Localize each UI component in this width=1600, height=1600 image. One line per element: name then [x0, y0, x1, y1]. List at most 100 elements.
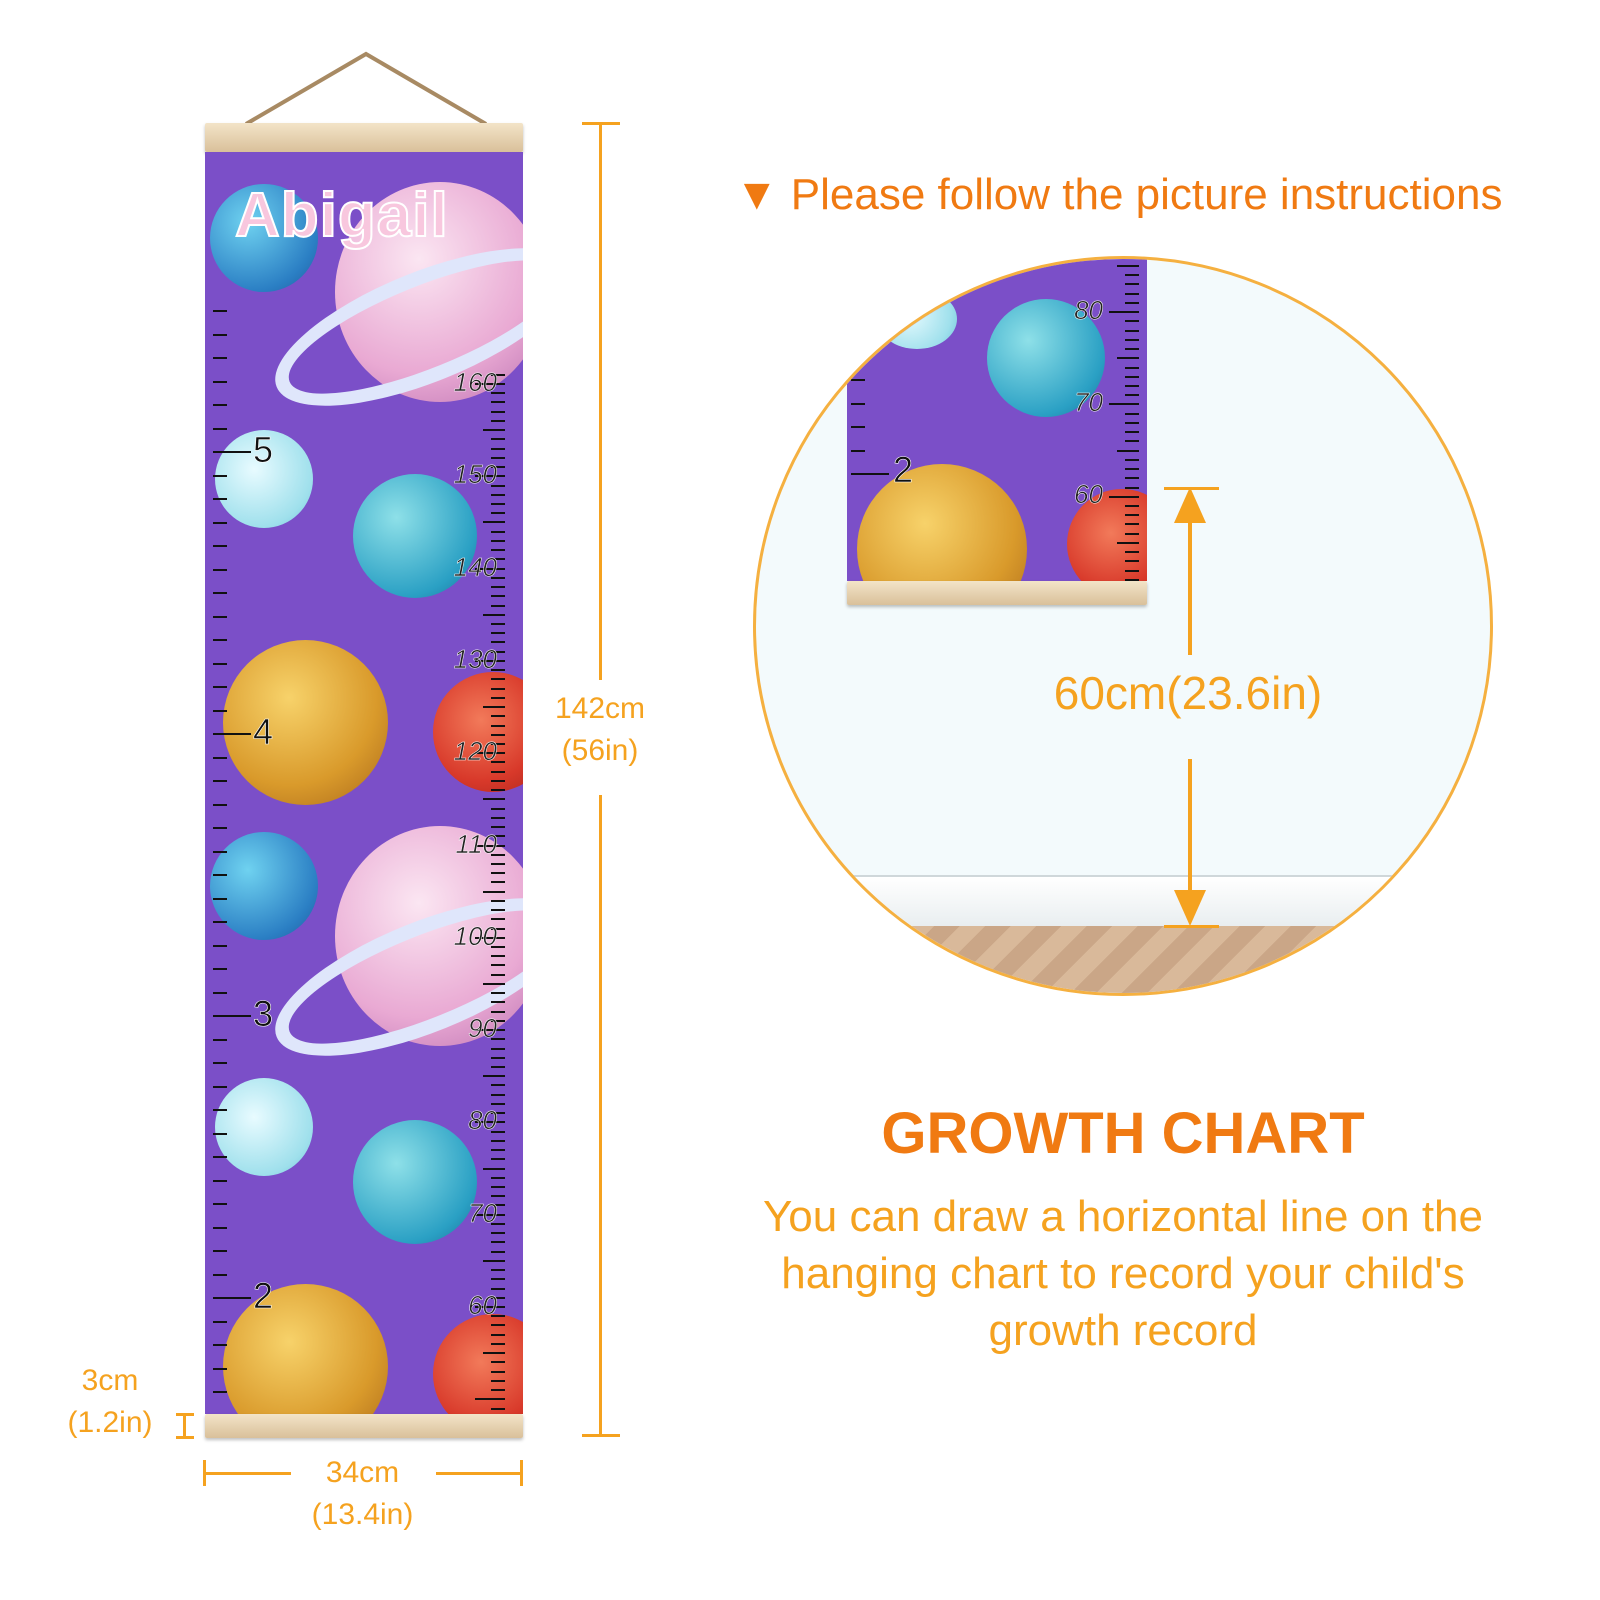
cm-tick [491, 881, 505, 884]
cm-tick [491, 595, 505, 598]
cm-tick [491, 669, 505, 672]
cm-tick [1125, 421, 1139, 424]
cm-tick [1125, 320, 1139, 323]
cm-tick [491, 955, 505, 958]
cm-tick [1125, 375, 1139, 378]
inch-tick [851, 402, 865, 405]
inch-tick [213, 709, 227, 712]
cm-tick [1125, 329, 1139, 332]
planet-pale [215, 430, 313, 528]
inch-tick [213, 1062, 227, 1064]
inch-tick [213, 521, 227, 524]
cm-tick [491, 973, 505, 976]
inch-tick [213, 427, 227, 430]
growth-chart-title: GROWTH CHART [881, 1101, 1365, 1166]
hanging-string [244, 51, 488, 126]
cm-tick [475, 844, 505, 847]
cm-tick [491, 622, 505, 625]
cm-tick [491, 392, 505, 395]
cm-tick [491, 789, 505, 792]
inch-tick [213, 380, 227, 383]
inch-tick [213, 333, 227, 336]
cm-tick [1125, 348, 1139, 351]
inch-tick [213, 733, 251, 735]
planet-gold [223, 640, 388, 805]
cm-tick [491, 1130, 505, 1133]
cm-tick [491, 872, 505, 875]
cm-tick [491, 502, 505, 505]
inch-tick [213, 1156, 227, 1158]
cm-tick [491, 678, 505, 681]
cm-tick [491, 1093, 505, 1096]
planet-ringed-pink [335, 826, 523, 1046]
cm-tick [491, 484, 505, 487]
cm-tick [1109, 495, 1139, 498]
cm-tick [1125, 366, 1139, 369]
cm-tick [491, 715, 505, 718]
cm-tick [491, 1241, 505, 1244]
planet-pale [215, 1078, 313, 1176]
inch-tick [213, 897, 227, 900]
cm-tick [475, 936, 505, 939]
description-line: You can draw a horizontal line on the [763, 1192, 1483, 1241]
cm-tick [491, 1139, 505, 1142]
cm-tick [491, 1250, 505, 1253]
cm-tick [1125, 523, 1139, 526]
inch-tick [213, 1344, 227, 1346]
inch-tick [213, 1038, 227, 1041]
planet-ringed-pink [335, 182, 523, 402]
description-line: growth record [988, 1306, 1258, 1355]
width-dimension-label: 34cm(13.4in) [290, 1452, 435, 1536]
planet-red [433, 672, 523, 792]
cm-tick [483, 613, 505, 616]
description-line: hanging chart to record your child's [781, 1249, 1465, 1298]
cm-tick [483, 521, 505, 524]
cm-tick [491, 862, 505, 865]
cm-tick [491, 918, 505, 921]
cm-tick [1125, 504, 1139, 507]
cm-label: 80 [1074, 295, 1103, 326]
cm-tick [491, 1370, 505, 1373]
bottom-wooden-hanger [847, 581, 1147, 605]
top-wooden-hanger [205, 123, 523, 152]
cm-tick [491, 946, 505, 949]
cm-tick [491, 724, 505, 727]
cm-tick [491, 1001, 505, 1004]
cm-tick [475, 1121, 505, 1124]
growth-chart-description: You can draw a horizontal line on the ha… [680, 1188, 1566, 1359]
cm-tick [483, 982, 505, 985]
cm-tick [491, 493, 505, 496]
cm-tick [1125, 551, 1139, 554]
bar-cm: 3cm [81, 1364, 139, 1397]
cm-tick [1109, 403, 1139, 406]
cm-tick [491, 1296, 505, 1299]
height-in: (56in) [561, 734, 639, 767]
dimension-cap [176, 1436, 194, 1439]
inch-tick [213, 780, 227, 782]
cm-tick [491, 927, 505, 930]
inch-tick [851, 473, 889, 475]
cm-tick [1125, 578, 1139, 581]
inch-tick [213, 615, 227, 618]
cm-tick [475, 475, 505, 478]
instructions-heading: ▼ Please follow the picture instructions [735, 170, 1503, 219]
cm-tick [491, 742, 505, 745]
cm-tick [491, 641, 505, 644]
cm-tick [1125, 440, 1139, 443]
cm-tick [1117, 357, 1139, 360]
height-dimension-line [599, 795, 602, 1436]
dimension-cap [520, 1460, 523, 1486]
cm-tick [483, 1075, 505, 1078]
cm-tick [491, 447, 505, 450]
cm-tick [491, 1342, 505, 1345]
planet-teal [353, 474, 477, 598]
inch-tick [213, 827, 227, 829]
cm-label: 70 [468, 1197, 497, 1228]
cm-tick [1125, 338, 1139, 341]
cm-tick [483, 798, 505, 801]
cm-tick [491, 456, 505, 459]
cm-tick [491, 530, 505, 533]
inch-tick [213, 991, 227, 994]
